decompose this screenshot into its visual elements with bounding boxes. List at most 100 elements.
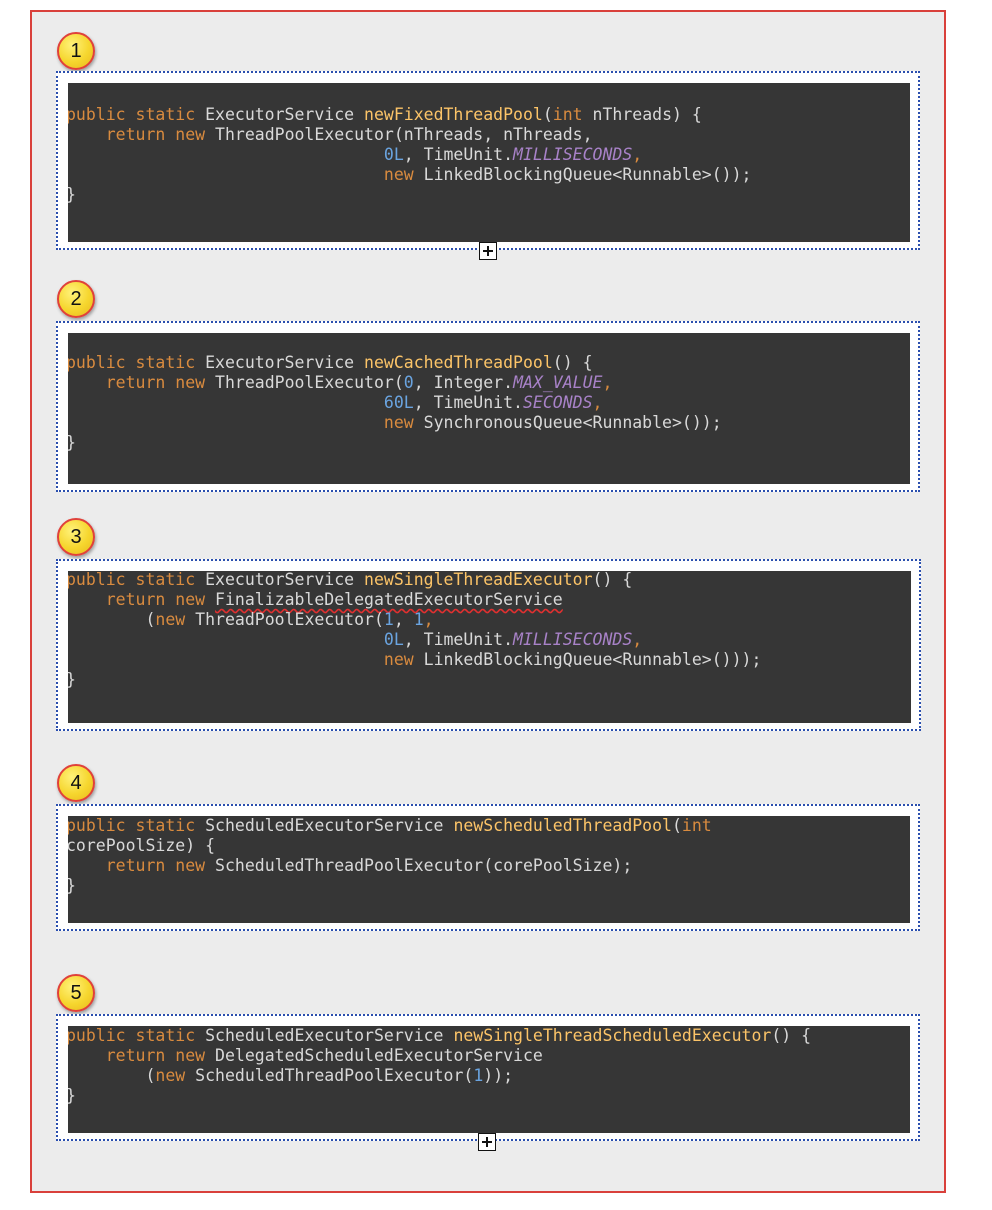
code-editor: public static ScheduledExecutorService n… <box>68 816 910 923</box>
code-token: ScheduledThreadPoolExecutor(corePoolSize… <box>215 856 633 875</box>
code-token: 1 <box>383 610 394 629</box>
code-block-single-thread-executor[interactable]: public static ExecutorService newSingleT… <box>56 559 921 731</box>
unresolved-symbol: FinalizableDelegatedExecutorService <box>215 590 563 609</box>
code-token: () { <box>592 571 633 589</box>
code-text: public static ExecutorService newCachedT… <box>68 353 722 453</box>
code-text: public static ExecutorService newFixedTh… <box>68 105 751 205</box>
code-token: return new <box>105 373 206 392</box>
code-token: new <box>155 610 186 629</box>
code-token: public static <box>68 571 196 589</box>
code-token: ExecutorService <box>205 353 355 372</box>
code-editor: public static ExecutorService newSingleT… <box>68 571 911 723</box>
code-token: () { <box>552 353 593 372</box>
code-token: return new <box>105 590 206 609</box>
expand-plus-icon[interactable] <box>479 242 497 260</box>
step-badge-2: 2 <box>57 280 95 318</box>
code-token: corePoolSize) { <box>68 836 216 855</box>
step-badge-3: 3 <box>57 518 95 556</box>
code-token: 1 <box>413 610 424 629</box>
code-text: public static ScheduledExecutorService n… <box>68 1026 811 1106</box>
code-token: } <box>68 185 76 204</box>
code-token: return new <box>105 125 206 144</box>
code-token: new <box>155 1066 186 1085</box>
code-text: public static ScheduledExecutorService n… <box>68 816 712 896</box>
code-token: newScheduledThreadPool <box>453 816 672 835</box>
code-token: newSingleThreadExecutor <box>364 571 593 589</box>
code-token: MILLISECONDS <box>513 630 633 649</box>
code-token: ( <box>542 105 553 124</box>
code-token: ( <box>145 1066 156 1085</box>
code-token: 0L <box>383 630 404 649</box>
code-token: 0 <box>403 373 414 392</box>
code-token: LinkedBlockingQueue<Runnable>())); <box>423 650 762 669</box>
code-token: SynchronousQueue<Runnable>()); <box>423 413 722 432</box>
code-token: , <box>602 373 613 392</box>
code-token: new <box>383 650 414 669</box>
code-token: int <box>552 105 583 124</box>
code-block-scheduled-thread-pool[interactable]: public static ScheduledExecutorService n… <box>56 804 920 931</box>
code-token: } <box>68 433 76 452</box>
code-token: public static <box>68 105 196 124</box>
code-token: , <box>632 630 643 649</box>
code-token: newSingleThreadScheduledExecutor <box>453 1026 772 1045</box>
code-token: ThreadPoolExecutor( <box>195 610 384 629</box>
step-badge-4: 4 <box>57 764 95 802</box>
code-token: ScheduledThreadPoolExecutor( <box>195 1066 474 1085</box>
code-token: return new <box>105 856 206 875</box>
code-block-cached-thread-pool[interactable]: public static ExecutorService newCachedT… <box>56 321 920 492</box>
code-block-fixed-thread-pool[interactable]: public static ExecutorService newFixedTh… <box>56 71 920 250</box>
code-token: , TimeUnit. <box>403 630 514 649</box>
step-badge-5: 5 <box>57 974 95 1012</box>
code-token: 60L <box>383 393 414 412</box>
code-token: ScheduledExecutorService <box>205 1026 444 1045</box>
badge-number: 3 <box>70 525 82 548</box>
code-token: newFixedThreadPool <box>364 105 543 124</box>
code-token: , <box>423 610 434 629</box>
step-badge-1: 1 <box>57 32 95 70</box>
code-token: ScheduledExecutorService <box>205 816 444 835</box>
code-token: LinkedBlockingQueue<Runnable>()); <box>423 165 752 184</box>
code-token: , <box>592 393 603 412</box>
code-token: ThreadPoolExecutor(nThreads, nThreads, <box>215 125 593 144</box>
code-token: , <box>393 610 414 629</box>
code-token: , Integer. <box>413 373 514 392</box>
code-token: , TimeUnit. <box>413 393 523 412</box>
code-token: } <box>68 876 76 895</box>
code-token: public static <box>68 1026 196 1045</box>
code-token: SECONDS <box>522 393 593 412</box>
code-token: return new <box>105 1046 206 1065</box>
code-token: ThreadPoolExecutor( <box>215 373 404 392</box>
code-editor: public static ExecutorService newFixedTh… <box>68 83 910 242</box>
code-token: ExecutorService <box>205 571 355 589</box>
code-text: public static ExecutorService newSingleT… <box>68 571 761 690</box>
code-token: , TimeUnit. <box>403 145 514 164</box>
code-token: () { <box>771 1026 812 1045</box>
code-token: , <box>632 145 643 164</box>
code-editor: public static ExecutorService newCachedT… <box>68 333 910 484</box>
code-token: ExecutorService <box>205 105 355 124</box>
badge-number: 4 <box>70 771 82 794</box>
code-token: nThreads) { <box>582 105 702 124</box>
code-token: MAX_VALUE <box>513 373 603 392</box>
code-token: )); <box>483 1066 514 1085</box>
code-token: MILLISECONDS <box>513 145 633 164</box>
expand-plus-icon[interactable] <box>478 1133 496 1151</box>
code-token: 0L <box>383 145 404 164</box>
badge-number: 1 <box>70 39 82 62</box>
code-token: new <box>383 165 414 184</box>
code-token: } <box>68 1086 76 1105</box>
code-token: newCachedThreadPool <box>364 353 553 372</box>
code-token: ( <box>145 610 156 629</box>
code-token: public static <box>68 816 196 835</box>
code-token: DelegatedScheduledExecutorService <box>215 1046 543 1065</box>
code-token: } <box>68 670 76 689</box>
code-editor: public static ScheduledExecutorService n… <box>68 1026 910 1133</box>
badge-number: 5 <box>70 981 82 1004</box>
code-token: int <box>681 816 712 835</box>
code-token: public static <box>68 353 196 372</box>
code-token: new <box>383 413 414 432</box>
badge-number: 2 <box>70 287 82 310</box>
code-block-single-thread-scheduled-executor[interactable]: public static ScheduledExecutorService n… <box>56 1014 920 1141</box>
code-token: ( <box>671 816 682 835</box>
code-token: 1 <box>473 1066 484 1085</box>
